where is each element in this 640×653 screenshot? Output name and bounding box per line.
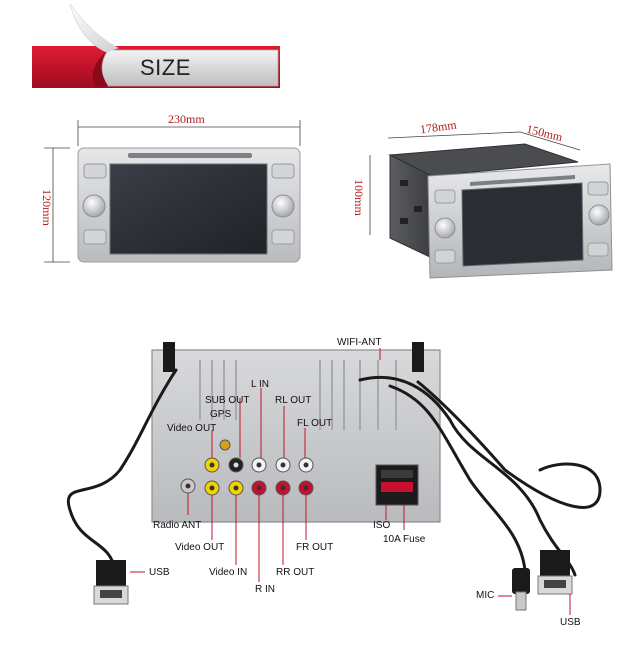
label-radio-ant: Radio ANT: [153, 520, 202, 531]
label-video-out: Video OUT: [175, 542, 225, 553]
usb-plug-left: [93, 560, 129, 605]
usb-cable-left: [66, 368, 178, 572]
front-width-label: 230mm: [168, 112, 205, 126]
mic-plug: [512, 568, 530, 611]
label-video-out-top: Video OUT: [167, 423, 217, 434]
label-sub-out: SUB OUT: [205, 395, 250, 406]
label-iso: ISO: [373, 520, 391, 531]
label-usb-right: USB: [560, 617, 581, 628]
rca-row-top: [204, 457, 314, 473]
gray-label: [101, 49, 279, 87]
angled-view: 178mm 150mm 100mm: [320, 110, 640, 300]
banner-title: SIZE: [140, 55, 191, 80]
front-height-label: 120mm: [39, 189, 54, 226]
banner-graphic: [32, 3, 280, 88]
label-wifi-ant: WIFI-ANT: [337, 337, 382, 348]
label-gps: GPS: [210, 409, 232, 420]
rear-panel-graphic: [66, 342, 602, 615]
label-mic: MIC: [476, 590, 495, 601]
paper-curl: [69, 3, 119, 53]
front-unit-graphic: [44, 120, 301, 263]
angled-screen: [461, 182, 584, 267]
front-view: 230mm 120mm: [0, 110, 320, 290]
rca-row-bottom: [180, 478, 314, 496]
label-r-in: R IN: [255, 584, 275, 595]
label-rr-out: RR OUT: [276, 567, 315, 578]
label-l-in: L IN: [251, 379, 269, 390]
mic-cable: [388, 384, 527, 572]
angled-unit-graphic: [369, 131, 613, 279]
usb-plug-right: [537, 550, 573, 595]
label-rl-out: RL OUT: [275, 395, 312, 406]
front-screen: [109, 163, 268, 255]
rear-wiring-diagram: WIFI-ANT L IN SUB OUT RL OUT GPS Video O…: [0, 320, 640, 653]
label-fr-out: FR OUT: [296, 542, 334, 553]
label-usb-left: USB: [149, 567, 170, 578]
label-fuse: 10A Fuse: [383, 534, 426, 545]
size-banner: SIZE: [0, 0, 640, 110]
cage-height-label: 100mm: [351, 179, 366, 216]
wifi-cable: [358, 375, 577, 577]
label-video-in: Video IN: [209, 567, 248, 578]
label-fl-out: FL OUT: [297, 418, 333, 429]
